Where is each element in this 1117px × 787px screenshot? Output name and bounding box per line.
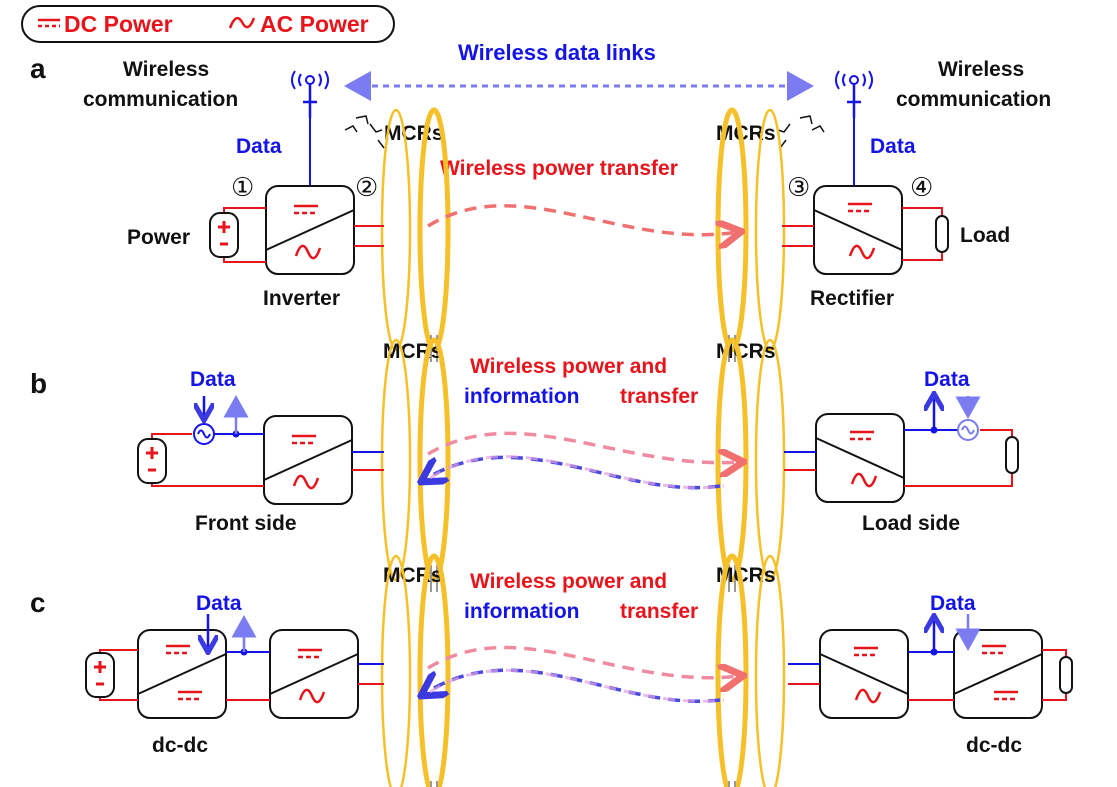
legend-dc-label: DC Power xyxy=(64,11,173,37)
marker-2: ② xyxy=(355,173,378,203)
dcdc-left-label: dc-dc xyxy=(152,734,208,757)
rectifier-box xyxy=(812,184,904,276)
title-line2-red: transfer xyxy=(620,385,698,408)
power-label: Power xyxy=(127,226,190,249)
panel-a-label: a xyxy=(30,53,46,84)
converter-box-icon xyxy=(814,412,906,504)
load-side-label: Load side xyxy=(862,512,960,535)
legend: DC Power AC Power xyxy=(21,5,395,43)
panel-c: c MCRs MCRs Wireless power and informati… xyxy=(30,556,1073,787)
panel-b: b MCRs MCRs Wireless power and informati… xyxy=(30,340,1019,592)
wireless-power-transfer-label: Wireless power transfer xyxy=(440,157,678,180)
ac-symbol-icon xyxy=(228,16,256,29)
legend-ac-label: AC Power xyxy=(260,11,369,37)
wireless-data-links-label: Wireless data links xyxy=(458,40,656,65)
inverter-box xyxy=(264,184,356,276)
power-transfer-arrow xyxy=(427,204,738,235)
data-right-label: Data xyxy=(924,368,970,391)
mcrs-right-label: MCRs xyxy=(716,340,776,363)
data-transfer-arrow xyxy=(429,455,725,490)
title-line2-red: transfer xyxy=(620,600,698,623)
coil-icon xyxy=(382,556,448,787)
data-right-label: Data xyxy=(930,592,976,615)
ac-source-icon xyxy=(193,423,215,445)
wireless-comm-right-2: communication xyxy=(896,88,1051,111)
antenna-icon xyxy=(290,69,330,120)
inverter-label: Inverter xyxy=(263,287,340,310)
dcdc-right-label: dc-dc xyxy=(966,734,1022,757)
data-left-label: Data xyxy=(190,368,236,391)
data-left-label: Data xyxy=(236,135,282,158)
wireless-comm-right-1: Wireless xyxy=(938,58,1024,81)
title-line2-blue: information xyxy=(464,600,580,623)
ac-source-icon xyxy=(957,419,979,441)
panel-b-label: b xyxy=(30,368,47,399)
wireless-comm-left-2: communication xyxy=(83,88,238,111)
marker-4: ④ xyxy=(910,173,933,203)
load-label: Load xyxy=(960,224,1010,247)
data-transfer-arrow xyxy=(429,668,725,703)
coil-icon xyxy=(718,556,784,787)
data-left-label: Data xyxy=(196,592,242,615)
dc-dc-box xyxy=(136,628,228,720)
antenna-icon xyxy=(834,69,874,120)
panel-a: a Wireless communication Wireless commun… xyxy=(30,40,1051,362)
converter-box-icon xyxy=(268,628,360,720)
battery-icon xyxy=(136,437,168,485)
coil-icon xyxy=(382,340,448,592)
battery-icon xyxy=(84,651,116,699)
converter-box-icon xyxy=(262,414,354,506)
coil-icon xyxy=(718,340,784,592)
wireless-comm-left-1: Wireless xyxy=(123,58,209,81)
mcrs-left-label: MCRs xyxy=(383,564,443,587)
coil-icon xyxy=(718,110,784,362)
converter-box-icon xyxy=(818,628,910,720)
title-line2-blue: information xyxy=(464,385,580,408)
dc-symbol-icon xyxy=(38,18,60,28)
mcrs-left-label: MCRs xyxy=(384,122,444,145)
power-transfer-arrow xyxy=(427,431,740,462)
resistor-load-icon xyxy=(935,215,949,253)
resistor-load-icon xyxy=(1005,436,1019,474)
front-side-label: Front side xyxy=(195,512,297,535)
panel-c-label: c xyxy=(30,587,46,618)
field-icon xyxy=(344,115,825,149)
marker-3: ③ xyxy=(787,173,810,203)
rectifier-label: Rectifier xyxy=(810,287,894,310)
title-line1: Wireless power and xyxy=(470,570,667,593)
data-right-label: Data xyxy=(870,135,916,158)
battery-icon xyxy=(208,211,240,259)
title-line1: Wireless power and xyxy=(470,355,667,378)
coil-icon xyxy=(382,110,448,362)
resistor-load-icon xyxy=(1059,656,1073,694)
power-transfer-arrow xyxy=(427,645,740,677)
marker-1: ① xyxy=(231,173,254,203)
